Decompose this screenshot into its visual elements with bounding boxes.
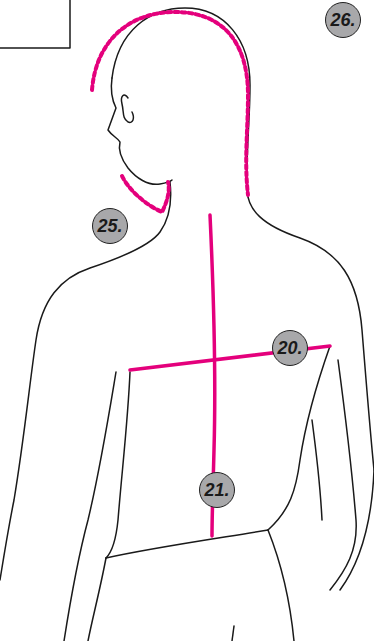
callout-number: 21. [204,480,229,501]
callout-circle: 20. [272,330,308,366]
callout-circle: 26. [325,2,361,38]
callout-number: 20. [277,338,302,359]
callout-circle: 25. [92,208,128,244]
callout-number: 26. [330,10,355,31]
callout-circle: 21. [199,472,235,508]
callout-number: 25. [97,216,122,237]
